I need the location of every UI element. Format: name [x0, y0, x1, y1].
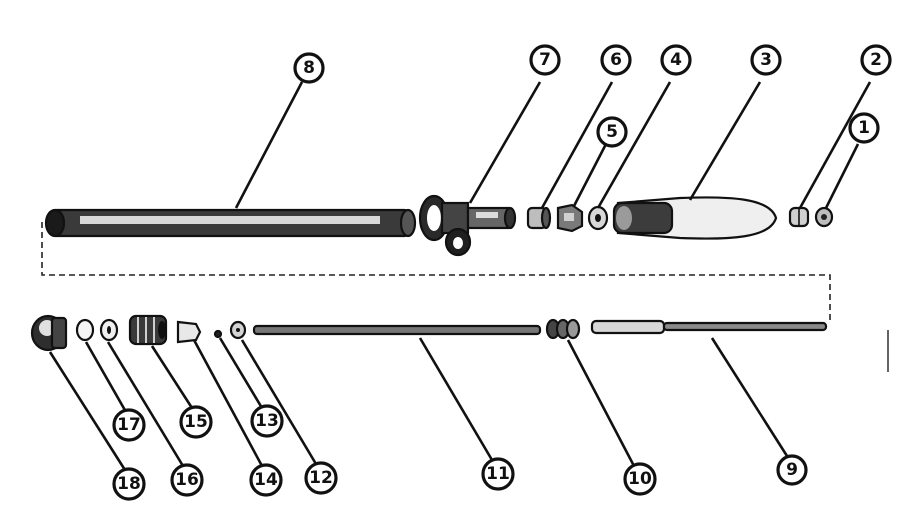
- part-11-rod: [252, 324, 542, 336]
- part-17-washer: [75, 318, 95, 342]
- part-16-washer: [99, 318, 119, 342]
- callout-9: 9: [776, 454, 808, 486]
- part-4-washer: [587, 205, 609, 231]
- callout-3: 3: [750, 44, 782, 76]
- callout-12: 12: [304, 461, 338, 495]
- part-18-cap: [30, 314, 68, 352]
- callout-label: 6: [610, 50, 622, 70]
- callout-6: 6: [600, 44, 632, 76]
- part-7-fitting: [418, 194, 517, 257]
- callout-8: 8: [293, 52, 325, 84]
- callout-label: 4: [670, 50, 682, 70]
- part-12-nut: [229, 320, 247, 340]
- callout-label: 12: [309, 468, 333, 488]
- callout-label: 7: [539, 50, 551, 70]
- part-14-cone: [176, 320, 202, 344]
- callout-5: 5: [596, 116, 628, 148]
- callout-15: 15: [179, 405, 213, 439]
- callout-10: 10: [623, 462, 657, 496]
- part-5-nut: [556, 203, 584, 233]
- callout-label: 8: [303, 58, 315, 78]
- part-2-cap-nut: [788, 206, 810, 228]
- part-9-plunger-rod: [590, 319, 828, 335]
- callout-2: 2: [860, 44, 892, 76]
- callout-label: 3: [760, 50, 772, 70]
- callout-label: 9: [786, 460, 798, 480]
- leader-lines: [48, 81, 872, 471]
- part-13-ball: [213, 329, 223, 339]
- callout-label: 13: [255, 411, 279, 431]
- callout-label: 18: [117, 474, 141, 494]
- callout-13: 13: [250, 404, 284, 438]
- callout-4: 4: [660, 44, 692, 76]
- part-15-threaded-nut: [128, 314, 168, 346]
- callout-1: 1: [848, 112, 880, 144]
- callout-label: 16: [175, 470, 199, 490]
- assembly-dashed-line: [41, 222, 831, 322]
- callout-7: 7: [529, 44, 561, 76]
- part-1-nut: [814, 206, 834, 228]
- part-8-tube: [44, 208, 417, 238]
- part-10-spring: [545, 318, 581, 340]
- callout-label: 17: [117, 415, 141, 435]
- callout-label: 14: [254, 470, 278, 490]
- callout-18: 18: [112, 467, 146, 501]
- callout-17: 17: [112, 408, 146, 442]
- callout-16: 16: [170, 463, 204, 497]
- callout-label: 1: [858, 118, 870, 138]
- callout-label: 10: [628, 469, 652, 489]
- callout-14: 14: [249, 463, 283, 497]
- part-3-handle: [612, 196, 778, 240]
- callout-label: 11: [486, 464, 510, 484]
- part-6-bushing: [526, 206, 552, 230]
- callout-label: 5: [606, 122, 618, 142]
- callout-11: 11: [481, 457, 515, 491]
- callout-label: 15: [184, 412, 208, 432]
- callout-label: 2: [870, 50, 882, 70]
